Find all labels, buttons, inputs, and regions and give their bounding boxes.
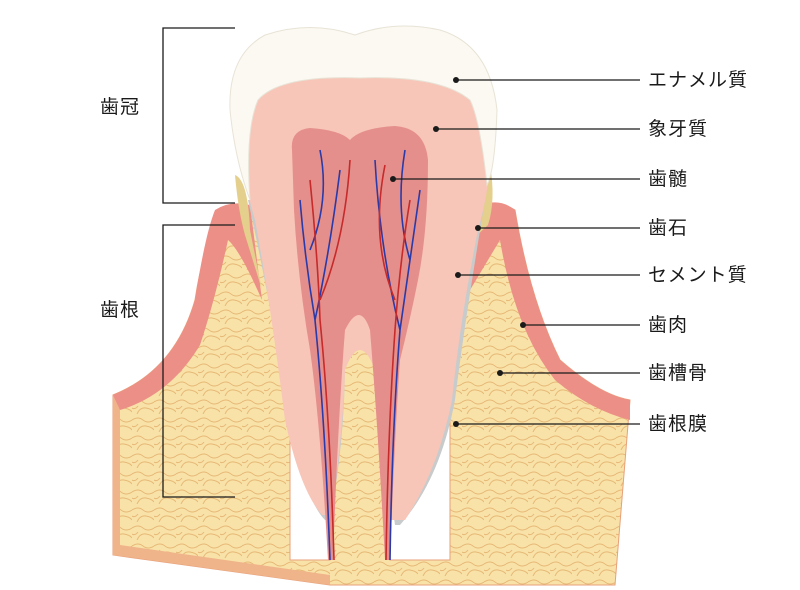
nerve-vessels — [299, 149, 421, 561]
label-enamel: エナメル質 — [648, 69, 749, 91]
leader-dots — [390, 77, 526, 427]
label-crown: 歯冠 — [100, 96, 141, 118]
label-calculus: 歯石 — [648, 217, 689, 239]
label-alveolar-bone: 歯槽骨 — [648, 362, 709, 384]
brackets — [162, 27, 235, 498]
leader-lines — [393, 79, 640, 425]
gingiva-right — [470, 202, 630, 420]
label-pulp: 歯髄 — [648, 168, 689, 190]
label-periodontal-ligament: 歯根膜 — [648, 413, 709, 435]
label-gingiva: 歯肉 — [648, 314, 689, 336]
pulp — [291, 126, 428, 560]
calculus — [235, 175, 262, 290]
arteries — [309, 159, 411, 561]
label-dentin: 象牙質 — [648, 118, 709, 140]
label-root: 歯根 — [100, 299, 141, 321]
label-cementum: セメント質 — [648, 264, 748, 286]
